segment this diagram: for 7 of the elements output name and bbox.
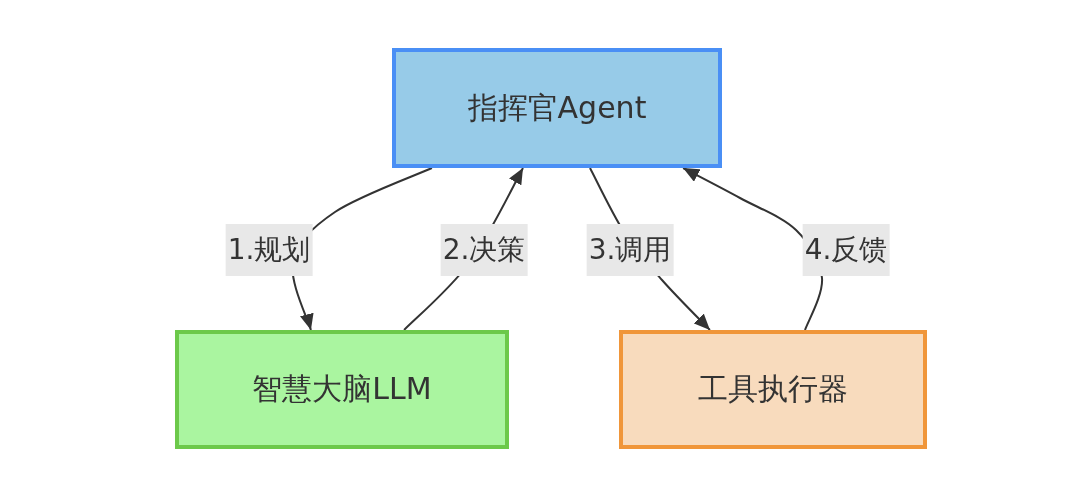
edge-label: 3.调用: [586, 224, 674, 276]
edge-label: 1.规划: [225, 224, 313, 276]
edge-label: 2.决策: [440, 224, 528, 276]
edge-label: 4.反馈: [802, 224, 890, 276]
process-box: 指挥官Agent: [392, 48, 722, 168]
process-box: 智慧大脑LLM: [175, 330, 509, 449]
process-box: 工具执行器: [619, 330, 927, 449]
